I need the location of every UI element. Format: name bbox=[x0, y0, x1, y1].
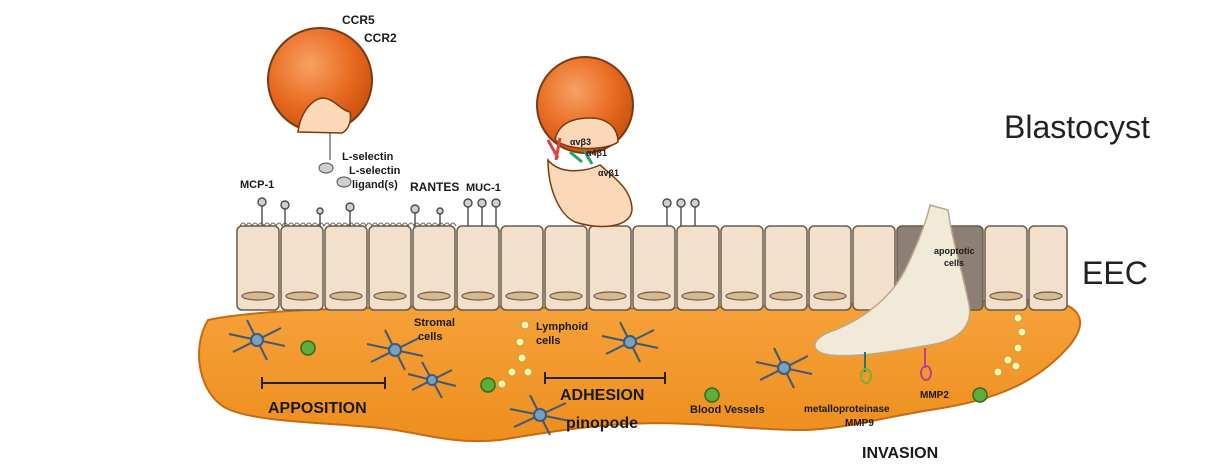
pinopode-label: pinopode bbox=[566, 415, 638, 432]
eec-label: EEC bbox=[1082, 255, 1148, 291]
metalloproteinase-label: metalloproteinase bbox=[804, 404, 890, 415]
integrin-label-a: αvβ3 bbox=[570, 137, 591, 147]
stromal-label-2: cells bbox=[418, 331, 442, 343]
stromal-label: Stromal bbox=[414, 317, 455, 329]
blastocyst-label: Blastocyst bbox=[1004, 109, 1150, 145]
lymphoid-label: Lymphoid bbox=[536, 321, 588, 333]
lymphoid-label-2: cells bbox=[536, 335, 560, 347]
adhesion-label: ADHESION bbox=[560, 387, 644, 404]
blood-vessels-label: Blood Vessels bbox=[690, 404, 765, 416]
integrin-label-c: αvβ1 bbox=[598, 168, 619, 178]
receptor-stalks bbox=[258, 198, 699, 226]
integrin-label-b: α4β1 bbox=[586, 148, 607, 158]
apposition-label: APPOSITION bbox=[268, 400, 367, 417]
apoptotic-label-2: cells bbox=[944, 258, 964, 268]
l-selectin-label-2: L-selectin bbox=[349, 165, 401, 177]
ligands-label: ligand(s) bbox=[352, 179, 398, 191]
mmp9-label: MMP9 bbox=[845, 418, 874, 429]
invasion-label: INVASION bbox=[862, 445, 938, 462]
apoptotic-label: apoptotic bbox=[934, 246, 975, 256]
rantes-label: RANTES bbox=[410, 180, 459, 194]
l-selectin-label: L-selectin bbox=[342, 151, 394, 163]
muc1-label: MUC-1 bbox=[466, 182, 501, 194]
ccr2-label: CCR2 bbox=[364, 31, 397, 45]
ccr5-label: CCR5 bbox=[342, 13, 375, 27]
mmp2-label: MMP2 bbox=[920, 390, 949, 401]
mcp1-label: MCP-1 bbox=[240, 179, 274, 191]
blastocyst-apposition bbox=[268, 28, 372, 187]
